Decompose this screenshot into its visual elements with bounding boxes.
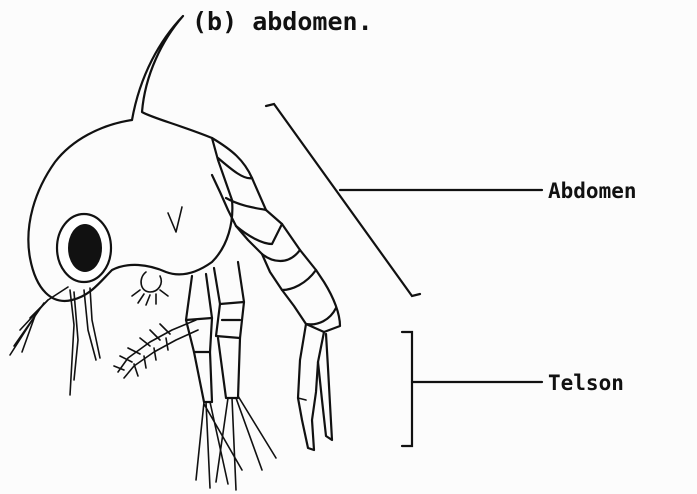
- antennae: [10, 287, 100, 395]
- telson-label: Telson: [548, 371, 624, 395]
- thoracic-leg: [114, 320, 198, 378]
- ventral-appendages: [186, 262, 276, 490]
- mouthparts: [132, 272, 168, 305]
- eye: [57, 214, 111, 282]
- telson-bracket: [402, 332, 542, 446]
- figure-caption: (b) abdomen.: [192, 7, 373, 36]
- telson: [298, 324, 332, 450]
- abdomen-bracket: [266, 104, 542, 296]
- abdomen-label: Abdomen: [548, 179, 637, 203]
